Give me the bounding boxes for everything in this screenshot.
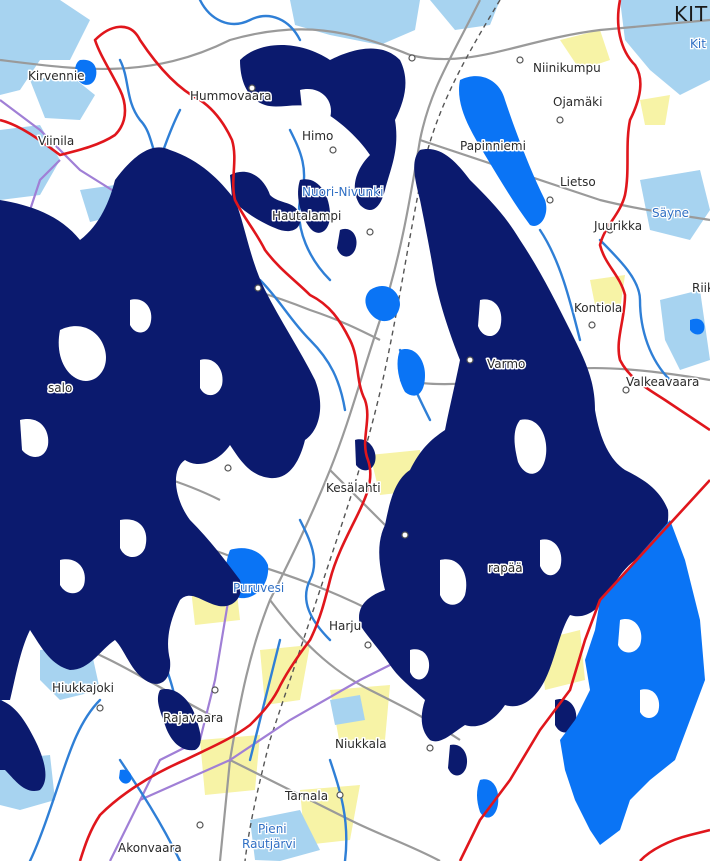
water-label: Säyne	[652, 206, 689, 220]
place-label: Valkeavaara	[626, 375, 699, 389]
water-label: Kit	[690, 37, 706, 51]
place-markers	[96, 54, 630, 829]
place-label: Lietso	[560, 175, 596, 189]
islands	[20, 89, 562, 680]
bright-flood-islands	[618, 619, 660, 718]
place-label: Akonvaara	[118, 841, 182, 855]
place-label: Viinila	[38, 134, 74, 148]
place-label: Himo	[302, 129, 333, 143]
water-label: Rautjärvi	[242, 837, 296, 851]
place-label: Niukkala	[335, 737, 387, 751]
place-label: Hiukkajoki	[52, 681, 114, 695]
place-label: KIT	[674, 2, 708, 26]
place-label: Hummovaara	[190, 89, 271, 103]
flood-area-bright	[560, 520, 705, 845]
railway	[244, 0, 501, 861]
place-label: salo	[48, 381, 72, 395]
water-label: Pieni	[258, 822, 287, 836]
place-label: Harju	[329, 619, 361, 633]
water-label: Puruvesi	[233, 581, 284, 595]
place-label: Varmo	[487, 357, 525, 371]
place-label: Ojamäki	[553, 95, 602, 109]
place-label: Juurikka	[593, 219, 642, 233]
place-label: Hautalampi	[272, 209, 341, 223]
place-label: Kirvennie	[28, 69, 85, 83]
place-label: rapää	[488, 561, 523, 575]
water-label: Nuori-Nivunki	[302, 185, 383, 199]
place-label: Kesälahti	[326, 481, 381, 495]
flood-areas-dark	[0, 45, 669, 791]
place-label: Papinniemi	[460, 139, 526, 153]
place-label: Riik	[692, 281, 710, 295]
place-label: Tarnala	[284, 789, 328, 803]
place-label: Niinikumpu	[533, 61, 601, 75]
place-label: Kontiola	[574, 301, 622, 315]
place-label: Rajavaara	[163, 711, 223, 725]
